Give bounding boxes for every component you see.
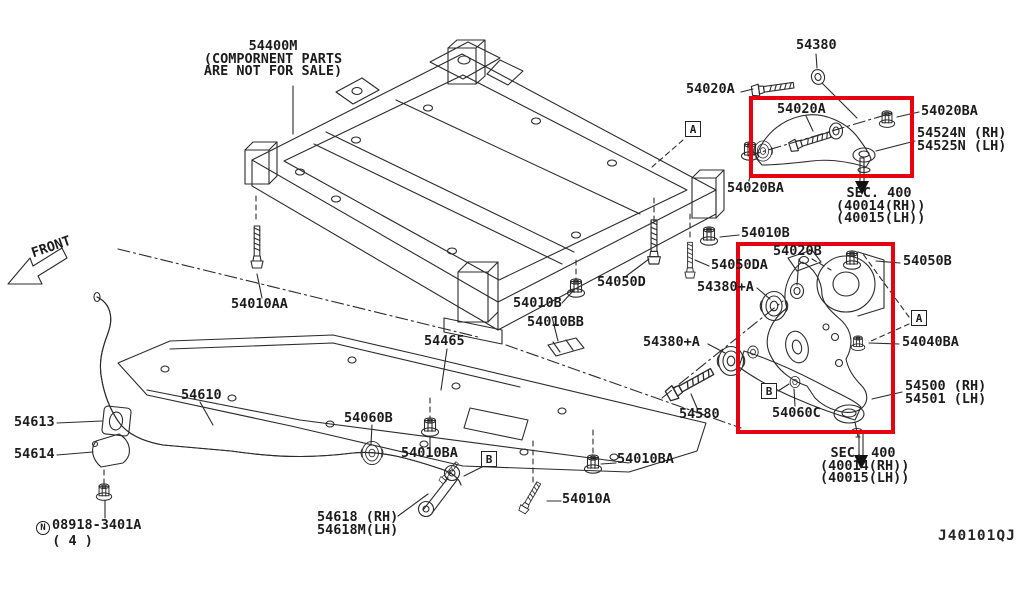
callout-box-A2: A bbox=[911, 310, 927, 326]
label-54380: 54380 bbox=[796, 37, 837, 53]
projection-dashes bbox=[103, 139, 910, 485]
label-54500-54501: 54500 (RH) 54501 (LH) bbox=[905, 378, 987, 407]
label-54580: 54580 bbox=[679, 406, 720, 422]
label-54614: 54614 bbox=[14, 446, 55, 462]
clip-54010bb bbox=[547, 337, 585, 357]
callout-box-B1: B bbox=[761, 383, 777, 399]
label-54020ba-right: 54020BA bbox=[921, 103, 978, 119]
label-54010aa: 54010AA bbox=[231, 296, 288, 312]
label-54524n-54525n: 54524N (RH) 54525N (LH) bbox=[917, 125, 1007, 154]
label-sec400-upper: SEC. 400 (40014(RH)) (40015(LH)) bbox=[836, 185, 926, 226]
label-54020a-2: 54020A bbox=[777, 101, 826, 117]
callout-box-A1: A bbox=[685, 121, 701, 137]
callout-box-B2: B bbox=[481, 451, 497, 467]
subframe-holes bbox=[294, 104, 618, 255]
circled-n-symbol: N bbox=[36, 521, 50, 535]
label-54020ba-left: 54020BA bbox=[727, 180, 784, 196]
label-drawing-code: J40101QJ bbox=[938, 528, 1016, 544]
label-54010bb: 54010BB bbox=[527, 314, 584, 330]
label-sec400-lower: SEC. 400 (40014(RH)) (40015(LH)) bbox=[820, 445, 910, 486]
label-54020a-1: 54020A bbox=[686, 81, 735, 97]
label-54618-54618m: 54618 (RH) 54618M(LH) bbox=[317, 509, 399, 538]
label-54010ba-2: 54010BA bbox=[617, 451, 674, 467]
label-54010ba-1: 54010BA bbox=[401, 445, 458, 461]
label-54380a-2: 54380+A bbox=[643, 334, 700, 350]
label-54010b-right: 54010B bbox=[741, 225, 790, 241]
label-54010b-center: 54010B bbox=[513, 295, 562, 311]
label-54060b: 54060B bbox=[344, 410, 393, 426]
front-arrow bbox=[7, 247, 68, 285]
lower-brace-drawing bbox=[117, 334, 707, 473]
label-54400m: 54400M (COMPORNENT PARTS ARE NOT FOR SAL… bbox=[203, 38, 343, 79]
stabilizer-bar-drawing bbox=[91, 291, 462, 518]
subframe-drawing bbox=[244, 39, 725, 345]
label-54050d: 54050D bbox=[597, 274, 646, 290]
label-54610: 54610 bbox=[181, 387, 222, 403]
label-54380a-1: 54380+A bbox=[697, 279, 754, 295]
label-54050b: 54050B bbox=[903, 253, 952, 269]
label-54465: 54465 bbox=[424, 333, 465, 349]
upper-control-arm-drawing bbox=[740, 82, 896, 176]
label-54010a: 54010A bbox=[562, 491, 611, 507]
centerlines bbox=[117, 112, 893, 429]
label-54050da: 54050DA bbox=[711, 257, 768, 273]
label-54040ba: 54040BA bbox=[902, 334, 959, 350]
brace-holes bbox=[160, 356, 619, 461]
label-54020b: 54020B bbox=[773, 243, 822, 259]
label-54060c: 54060C bbox=[772, 405, 821, 421]
leader-lines bbox=[56, 53, 920, 519]
label-54613: 54613 bbox=[14, 414, 55, 430]
